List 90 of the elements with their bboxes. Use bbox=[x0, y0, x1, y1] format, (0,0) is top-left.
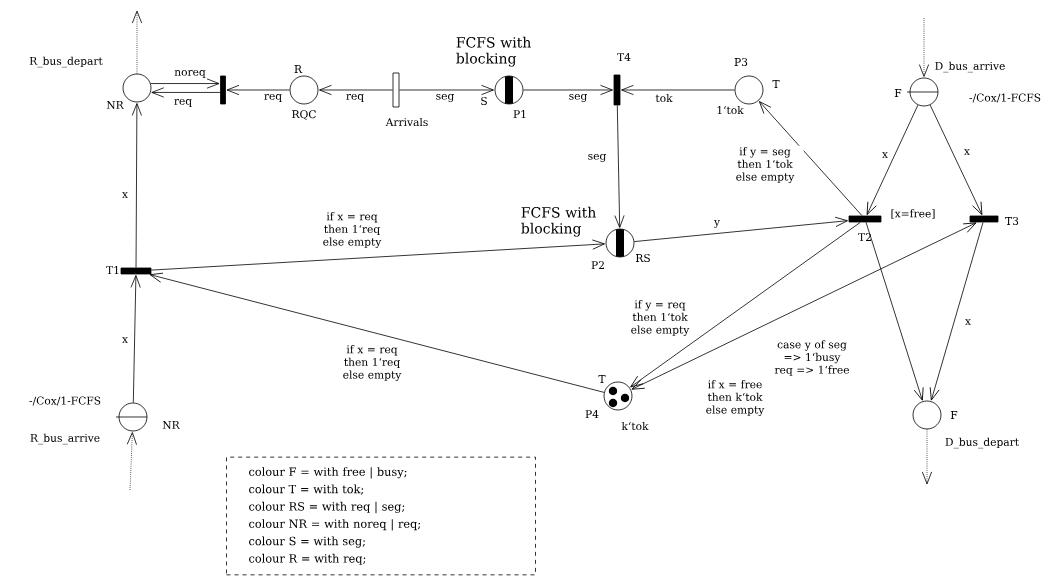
node-label: Arrivals bbox=[385, 117, 428, 127]
edge-label: if x = req then 1‘req else empty bbox=[333, 343, 411, 383]
node-label: T2 bbox=[858, 233, 871, 241]
transition-bar bbox=[120, 267, 152, 275]
edge-label: if x = free then k‘tok else empty bbox=[693, 378, 777, 418]
node-label: -/Cox/1-FCFS bbox=[29, 396, 101, 406]
node-label: R_bus_depart bbox=[29, 56, 103, 68]
arc-arrow bbox=[866, 104, 919, 215]
node-label: F bbox=[950, 411, 958, 419]
edge-label: noreq bbox=[172, 68, 208, 80]
place-circle bbox=[289, 75, 319, 105]
transition-bar bbox=[848, 215, 882, 223]
place-circle bbox=[906, 77, 939, 107]
node-label: D_bus_depart bbox=[945, 437, 1019, 449]
arc-arrow bbox=[319, 84, 393, 96]
arc-arrow bbox=[614, 105, 625, 228]
node-label: FCFS with blocking bbox=[456, 36, 531, 67]
edge-label: x bbox=[120, 190, 130, 200]
node-label: 1‘tok bbox=[717, 105, 744, 115]
edge-label: req bbox=[172, 97, 194, 109]
place-circle bbox=[494, 75, 524, 105]
place-circle bbox=[734, 75, 764, 105]
node-label: k‘tok bbox=[621, 421, 649, 431]
declaration-box: colour F = with free | busy; colour T = with tok; colour RS = with req | seg; colour NR = with noreq | req; colour S = with seg; colour R = with req; bbox=[226, 456, 536, 576]
transition-bar bbox=[220, 75, 226, 105]
edge-label: y bbox=[712, 218, 722, 230]
arc-arrow bbox=[523, 84, 613, 96]
edge-label: x bbox=[963, 317, 973, 327]
edge-label: case y of seg => 1‘busy req => 1‘free bbox=[766, 338, 858, 378]
edge-label: seg bbox=[434, 92, 456, 104]
node-label: T1 bbox=[106, 266, 119, 274]
arc-arrow bbox=[399, 84, 494, 96]
arc-arrow bbox=[929, 104, 983, 215]
node-label: P4 bbox=[585, 410, 599, 418]
place-circle bbox=[912, 400, 942, 430]
node-label: R_bus_arrive bbox=[30, 433, 100, 445]
node-label: T bbox=[598, 375, 606, 383]
node-label: RQC bbox=[292, 110, 316, 120]
node-label: F bbox=[894, 89, 902, 97]
arc-arrow bbox=[633, 216, 848, 242]
arc-arrow bbox=[918, 17, 930, 77]
arc-arrow bbox=[131, 103, 142, 268]
edge-label: x bbox=[120, 335, 130, 345]
edge-label: tok bbox=[654, 92, 674, 104]
arc-arrow bbox=[631, 222, 977, 390]
node-label: P2 bbox=[591, 261, 604, 269]
transition-bar bbox=[392, 72, 400, 108]
arc-arrow bbox=[151, 239, 605, 271]
node-label: R bbox=[294, 65, 303, 73]
node-label: FCFS with blocking bbox=[521, 206, 596, 237]
node-label: S bbox=[481, 96, 487, 105]
node-label: P1 bbox=[513, 110, 526, 118]
node-label: NR bbox=[106, 101, 124, 109]
node-label: NR bbox=[162, 421, 180, 429]
edge-label: seg bbox=[586, 152, 608, 164]
edge-label: x bbox=[880, 150, 890, 160]
node-label: [x=free] bbox=[891, 209, 935, 219]
arc-arrow bbox=[621, 84, 735, 96]
arc-arrow bbox=[149, 272, 605, 393]
arc-arrow bbox=[150, 78, 220, 89]
node-label: -/Cox/1-FCFS bbox=[969, 93, 1041, 103]
transition-bar bbox=[613, 74, 621, 106]
edge-label: if y = seg then 1‘tok else empty bbox=[726, 145, 804, 185]
arc-arrow bbox=[929, 222, 984, 401]
edge-label: req bbox=[344, 92, 366, 104]
node-label: D_bus_arrive bbox=[935, 61, 1005, 73]
arc-arrow bbox=[126, 432, 137, 491]
node-label: T4 bbox=[617, 53, 631, 61]
place-circle bbox=[605, 228, 635, 258]
arc-arrow bbox=[130, 275, 141, 403]
node-label: RS bbox=[635, 253, 650, 262]
node-label: T3 bbox=[1005, 216, 1019, 225]
edge-label: req bbox=[262, 92, 284, 104]
edge-label: x bbox=[962, 147, 972, 157]
place-circle bbox=[115, 402, 148, 432]
arc-arrow bbox=[758, 101, 863, 216]
arc-arrow bbox=[226, 84, 290, 96]
edge-label: seg bbox=[567, 92, 589, 104]
arc-arrow bbox=[131, 10, 143, 74]
node-label: P3 bbox=[734, 57, 748, 66]
place-circle bbox=[122, 73, 152, 103]
arc-arrow bbox=[630, 222, 861, 388]
arc-arrow bbox=[151, 87, 221, 98]
place-circle bbox=[603, 381, 633, 411]
node-label: T bbox=[772, 80, 780, 88]
edge-label: if y = req then 1‘tok else empty bbox=[621, 298, 699, 338]
arc-arrow bbox=[865, 222, 924, 401]
edge-label: if x = req then 1‘req else empty bbox=[313, 210, 391, 250]
arc-arrow bbox=[921, 429, 933, 485]
transition-bar bbox=[969, 215, 999, 223]
